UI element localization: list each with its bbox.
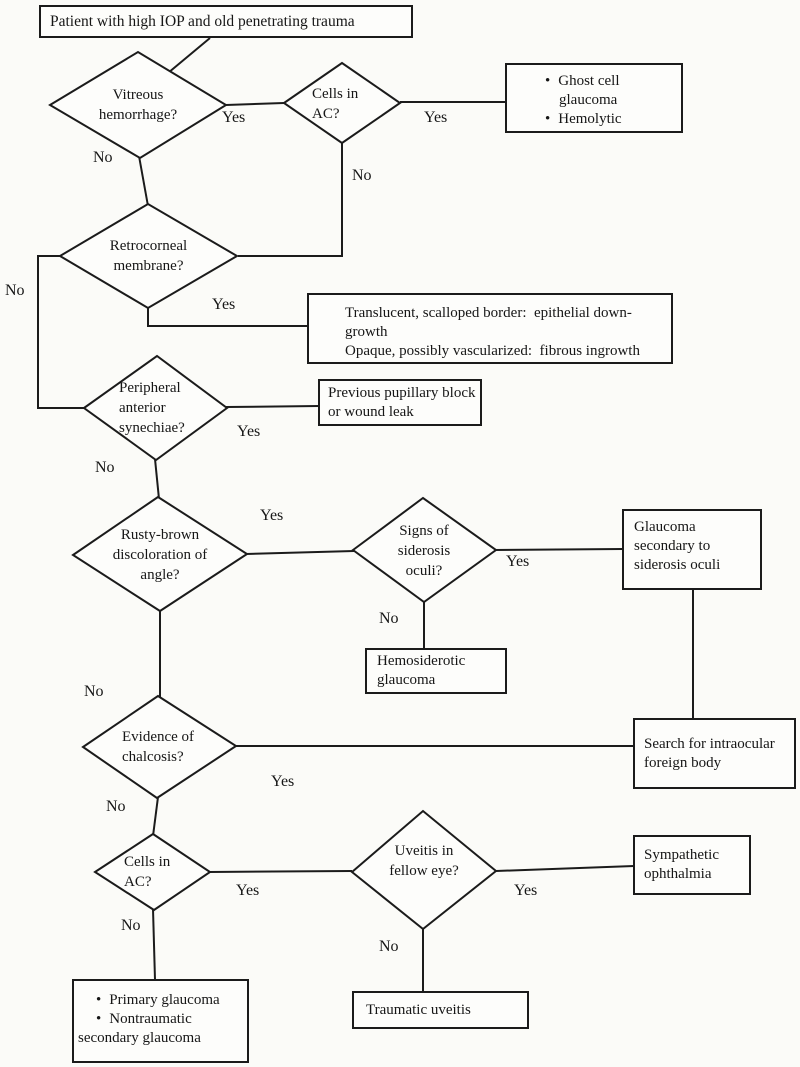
edge-label-retro-no: No (5, 282, 25, 299)
decision-synechiae-diamond (82, 354, 229, 462)
outcome-traumatic-uveitis-box: Traumatic uveitis (352, 991, 529, 1029)
edge-label-chalcosis-no-top: No (84, 683, 104, 700)
edge-label-cells2-no: No (121, 917, 141, 934)
outcome-membrane-types-box: Translucent, scalloped border: epithelia… (307, 293, 673, 364)
bullet-icon: • (545, 73, 551, 89)
edge-label-synechiae-yes: Yes (237, 423, 261, 440)
decision-uveitis-diamond (350, 809, 498, 931)
edge-label-siderosis-yes: Yes (506, 553, 530, 570)
decision-chalcosis-diamond (81, 694, 238, 800)
outcome-ghost-cell-box: •Ghost cell glaucoma •Hemolytic (505, 63, 683, 133)
decision-synechiae-label: Peripheral anterior synechiae? (119, 380, 185, 436)
edge-label-vitreous-no: No (93, 149, 113, 166)
decision-cells-ac-2-label: Cells in AC? (124, 854, 171, 890)
decision-retrocorneal-label: Retrocorneal membrane? (109, 238, 188, 274)
decision-cells-ac-1-diamond (282, 61, 402, 145)
start-node-label: Patient with high IOP and old penetratin… (50, 13, 355, 30)
list-item: •Hemolytic (545, 111, 622, 127)
bullet-icon: • (96, 1011, 102, 1027)
membrane-line: Translucent, scalloped border: epithelia… (345, 305, 632, 340)
connector-vitreous-yes-cells1 (225, 102, 285, 106)
edge-label-cells1-no: No (352, 167, 372, 184)
start-node: Patient with high IOP and old penetratin… (39, 5, 413, 38)
bullet-icon: • (96, 992, 102, 1008)
outcome-pupillary-block-box: Previous pupillary block or wound leak (318, 379, 482, 426)
connector-chalcosis-no-cells2 (152, 796, 159, 837)
decision-diamonds (48, 50, 498, 931)
decision-uveitis-label: Uveitis in fellow eye? (389, 843, 459, 879)
connector-uveitis-yes-sympathetic (495, 865, 635, 872)
decision-siderosis-label: Signs of siderosis oculi? (397, 523, 451, 579)
list-item: •Nontraumatic secondary glaucoma (78, 1011, 201, 1046)
connector-retro-yes-membrane (147, 307, 308, 327)
connectors (37, 37, 694, 992)
outcome-search-foreign-body-box: Search for intraocular foreign body (633, 718, 796, 789)
connector-cells2-no-primary (152, 908, 156, 981)
decision-rusty-brown-label: Rusty-brown discoloration of angle? (112, 527, 208, 583)
connector-siderosis-yes-glaucoma (493, 548, 624, 551)
decision-vitreous-label: Vitreous hemorrhage? (98, 87, 178, 123)
edge-label-siderosis-no: No (379, 610, 399, 627)
edge-label-vitreous-yes: Yes (222, 109, 246, 126)
decision-cells-ac-2-diamond (93, 832, 212, 912)
decision-siderosis-diamond (351, 496, 498, 604)
decision-chalcosis-label: Evidence of chalcosis? (122, 729, 195, 765)
outcome-sympathetic-box: Sympathetic ophthalmia (633, 835, 751, 895)
edge-label-cells2-yes: Yes (236, 882, 260, 899)
list-item: •Ghost cell glaucoma (545, 73, 620, 108)
connector-synechiae-yes-pupillary (225, 405, 320, 408)
decision-cells-ac-1-label: Cells in AC? (312, 86, 359, 122)
outcome-hemosiderotic-box: Hemosiderotic glaucoma (365, 648, 507, 694)
bullet-icon: • (545, 111, 551, 127)
connector-retro-no-synechiae (37, 255, 85, 409)
decision-vitreous-diamond (48, 50, 228, 160)
connector-vitreous-no-retro (138, 155, 149, 207)
decision-retrocorneal-diamond (58, 202, 239, 310)
edge-label-uveitis-no: No (379, 938, 399, 955)
edge-label-rusty-yes: Yes (260, 507, 284, 524)
edge-label-chalcosis-no-bottom: No (106, 798, 126, 815)
edge-label-uveitis-yes: Yes (514, 882, 538, 899)
connector-synechiae-no-rusty (154, 458, 160, 500)
edge-label-retro-yes: Yes (212, 296, 236, 313)
outcome-siderosis-glaucoma-box: Glaucoma secondary to siderosis oculi (622, 509, 762, 590)
connector-rusty-yes-siderosis (245, 550, 355, 555)
connector-cells2-yes-uveitis (208, 870, 353, 873)
edge-label-cells1-yes: Yes (424, 109, 448, 126)
connector-cells1-no-retro (238, 143, 343, 257)
list-item: •Primary glaucoma (96, 992, 220, 1008)
membrane-line: Opaque, possibly vascularized: fibrous i… (345, 343, 640, 359)
edge-label-synechiae-no: No (95, 459, 115, 476)
edge-label-chalcosis-yes: Yes (271, 773, 295, 790)
outcome-primary-glaucoma-box: •Primary glaucoma •Nontraumatic secondar… (72, 979, 249, 1063)
decision-rusty-brown-diamond (71, 495, 249, 613)
